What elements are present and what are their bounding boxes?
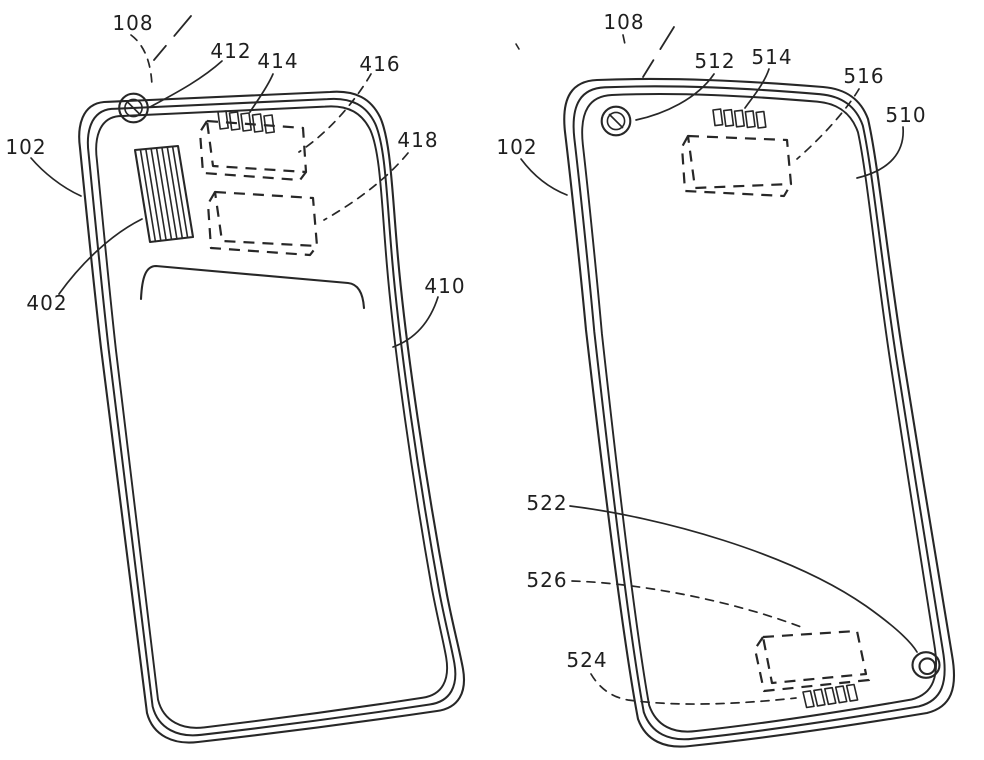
leader-102-right <box>520 158 568 196</box>
section-line-left <box>153 15 192 61</box>
ref-label-108-left: 108 <box>112 11 153 35</box>
right-module-bottom-depth-edge <box>753 636 871 693</box>
left-cover-seam-line <box>139 264 366 310</box>
leader-102-left <box>30 157 82 197</box>
ref-label-512: 512 <box>694 49 735 73</box>
left-camera <box>118 92 149 124</box>
left-module-bottom <box>206 190 319 257</box>
left-module-bottom-body <box>213 190 319 248</box>
left-vent-hatch-lines <box>139 145 189 243</box>
right-camera <box>600 105 632 137</box>
right-bottom-connector-contacts <box>802 683 859 709</box>
leader-512 <box>635 73 715 121</box>
ref-label-524: 524 <box>566 648 607 672</box>
ref-label-516: 516 <box>843 64 884 88</box>
leader-402 <box>58 218 143 295</box>
leader-522 <box>569 505 918 653</box>
left-vent-window <box>133 144 195 244</box>
ref-label-526: 526 <box>526 568 567 592</box>
right-module-bottom <box>753 629 871 693</box>
ref-label-402: 402 <box>26 291 67 315</box>
right-module-top-body <box>686 134 793 190</box>
ref-label-412: 412 <box>210 39 251 63</box>
right-module-bottom-body <box>761 629 868 685</box>
left-camera-glint <box>126 100 141 116</box>
leader-516 <box>796 88 860 160</box>
right-camera-lens <box>606 111 626 131</box>
leader-510 <box>856 126 904 179</box>
left-module-bottom-depth-edge <box>206 191 318 257</box>
right-reference-labels: 108 512 514 516 510 102 522 526 524 <box>496 10 926 672</box>
leader-524 <box>590 673 797 705</box>
ref-label-416: 416 <box>359 52 400 76</box>
leader-526 <box>571 580 802 628</box>
ref-label-522: 522 <box>526 491 567 515</box>
leader-410 <box>392 296 439 348</box>
right-top-connector-contacts <box>712 108 767 129</box>
right-module-top <box>680 134 793 198</box>
left-device <box>78 90 465 744</box>
right-device <box>563 77 956 748</box>
ref-label-510: 510 <box>885 103 926 127</box>
left-reference-labels: 108 412 414 416 418 102 402 410 <box>5 11 465 315</box>
left-device-outer-shell <box>78 90 465 744</box>
right-module-top-depth-edge <box>680 135 792 198</box>
right-leader-lines <box>515 26 918 705</box>
left-connector-contacts <box>217 110 275 134</box>
right-device-outer-shell <box>563 77 956 748</box>
leader-418 <box>323 152 409 221</box>
ref-label-418: 418 <box>397 128 438 152</box>
left-module-top <box>198 119 308 182</box>
stray-tick-mark <box>515 43 520 50</box>
left-vent-outline <box>133 144 195 244</box>
ref-label-102-left: 102 <box>5 135 46 159</box>
ref-label-102-right: 102 <box>496 135 537 159</box>
right-bottom-ring <box>911 651 941 679</box>
ref-label-514: 514 <box>751 45 792 69</box>
leader-414 <box>249 73 274 113</box>
leader-108-right <box>622 34 627 50</box>
right-device-inner-face-line <box>581 93 938 733</box>
left-module-top-depth-edge <box>198 120 307 182</box>
left-camera-lens <box>124 98 143 118</box>
right-bottom-ring-outer <box>911 651 941 679</box>
right-camera-outer-ring <box>600 105 632 137</box>
left-leader-lines <box>30 15 439 348</box>
ref-label-414: 414 <box>257 49 298 73</box>
left-camera-outer-ring <box>118 92 149 124</box>
leader-412 <box>149 60 223 108</box>
leader-416 <box>298 73 372 153</box>
ref-label-410: 410 <box>424 274 465 298</box>
leader-514 <box>744 68 770 109</box>
section-line-right <box>642 26 675 78</box>
leader-108-left <box>130 34 153 87</box>
right-camera-glint <box>608 113 624 129</box>
ref-label-108-right: 108 <box>603 10 644 34</box>
right-bottom-ring-inner <box>918 657 937 676</box>
